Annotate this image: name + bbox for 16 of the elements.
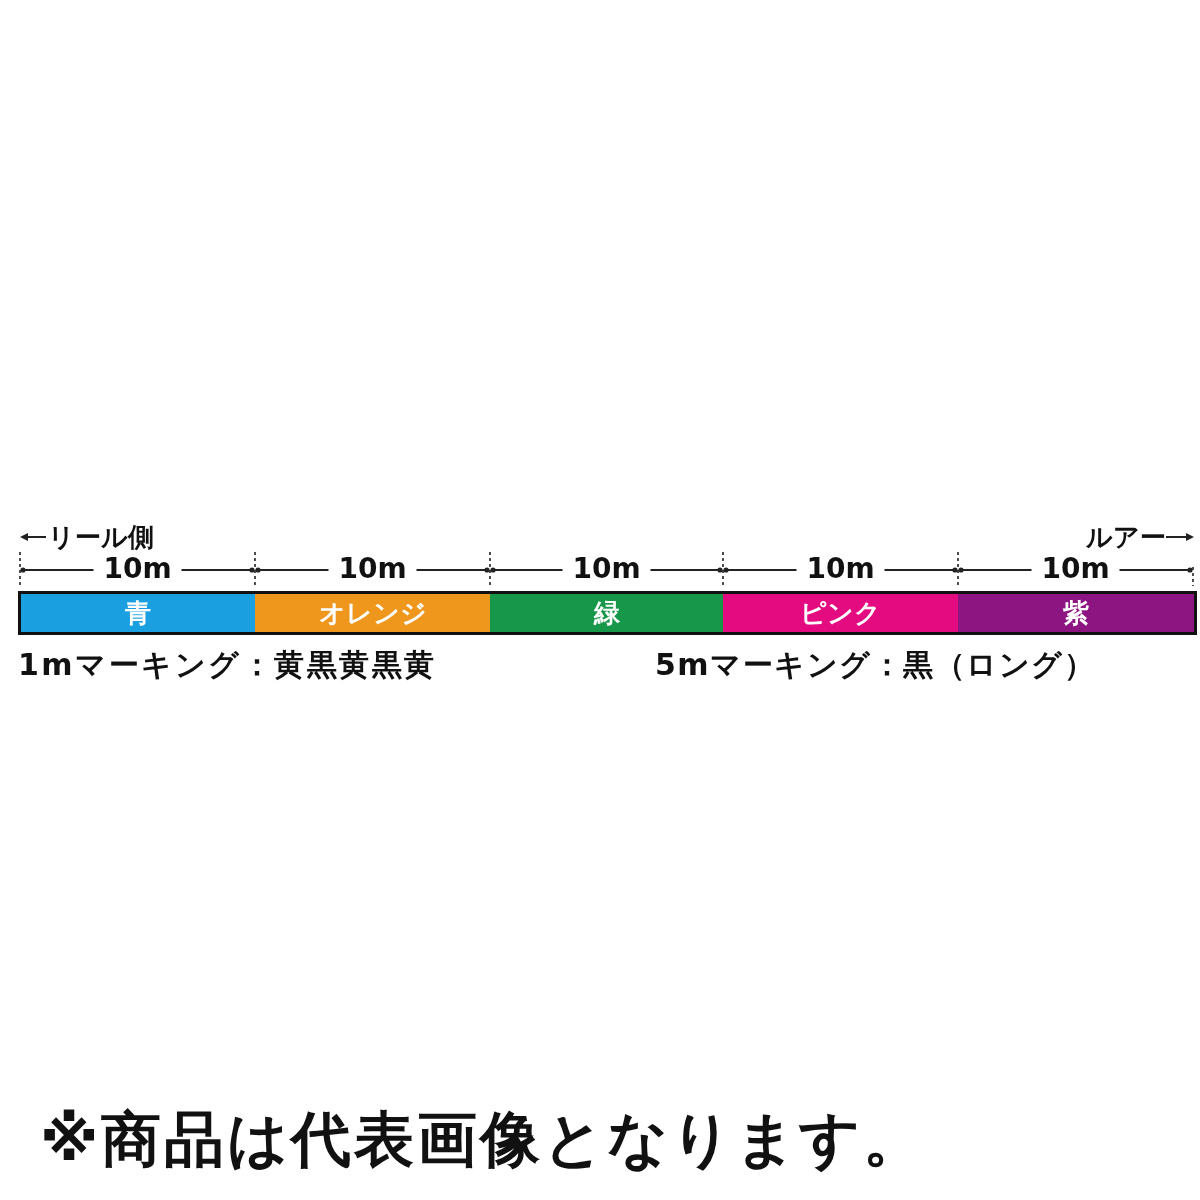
color-segment: オレンジ xyxy=(255,594,490,632)
color-segment: 緑 xyxy=(490,594,723,632)
marking-note: 1mマーキング：黄黒黄黒黄 xyxy=(18,648,437,681)
color-segment: 青 xyxy=(21,594,255,632)
color-segment: 紫 xyxy=(958,594,1194,632)
direction-label: ルアー xyxy=(1086,524,1166,550)
marking-note: 5mマーキング：黒（ロング） xyxy=(655,648,1096,681)
direction-label: リール側 xyxy=(48,524,154,550)
dimension-label: 10m xyxy=(338,555,407,583)
color-segment: ピンク xyxy=(723,594,958,632)
disclaimer-note: ※商品は代表画像となります。 xyxy=(40,1106,927,1172)
dimension-label: 10m xyxy=(572,555,641,583)
dimension-label: 10m xyxy=(103,555,172,583)
dimension-label: 10m xyxy=(1041,555,1110,583)
line-bar xyxy=(18,591,1197,635)
dimension-label: 10m xyxy=(806,555,875,583)
